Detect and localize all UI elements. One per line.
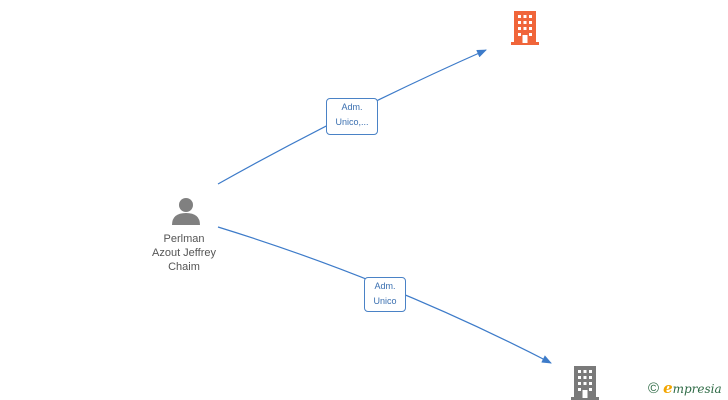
person-name-line-1: Perlman	[163, 233, 205, 245]
relation-label-2-line-2: Unico	[373, 296, 397, 306]
brand-rest: mpresia	[672, 382, 722, 396]
company-node-1[interactable]	[510, 11, 540, 50]
relation-label-1-line-2: Unico,...	[335, 117, 369, 127]
brand-initial: e	[663, 379, 673, 397]
relation-label-2[interactable]: Adm. Unico	[364, 277, 406, 312]
brand-logo: empresia	[663, 379, 722, 397]
empresia-watermark: © empresia	[648, 378, 722, 398]
person-name-line-2: Azout Jeffrey	[152, 247, 216, 259]
person-icon	[172, 198, 200, 225]
person-name-line-3: Chaim	[168, 261, 200, 273]
person-name: Perlman Azout Jeffrey Chaim	[130, 232, 238, 274]
company-node-2[interactable]	[570, 366, 600, 400]
building-icon	[511, 11, 539, 45]
relation-label-1[interactable]: Adm. Unico,...	[326, 98, 378, 135]
relation-label-1-line-1: Adm.	[341, 102, 363, 112]
building-icon	[571, 366, 599, 400]
copyright-icon: ©	[648, 379, 660, 397]
relation-label-2-line-1: Adm.	[374, 281, 396, 291]
person-node[interactable]	[170, 197, 202, 232]
